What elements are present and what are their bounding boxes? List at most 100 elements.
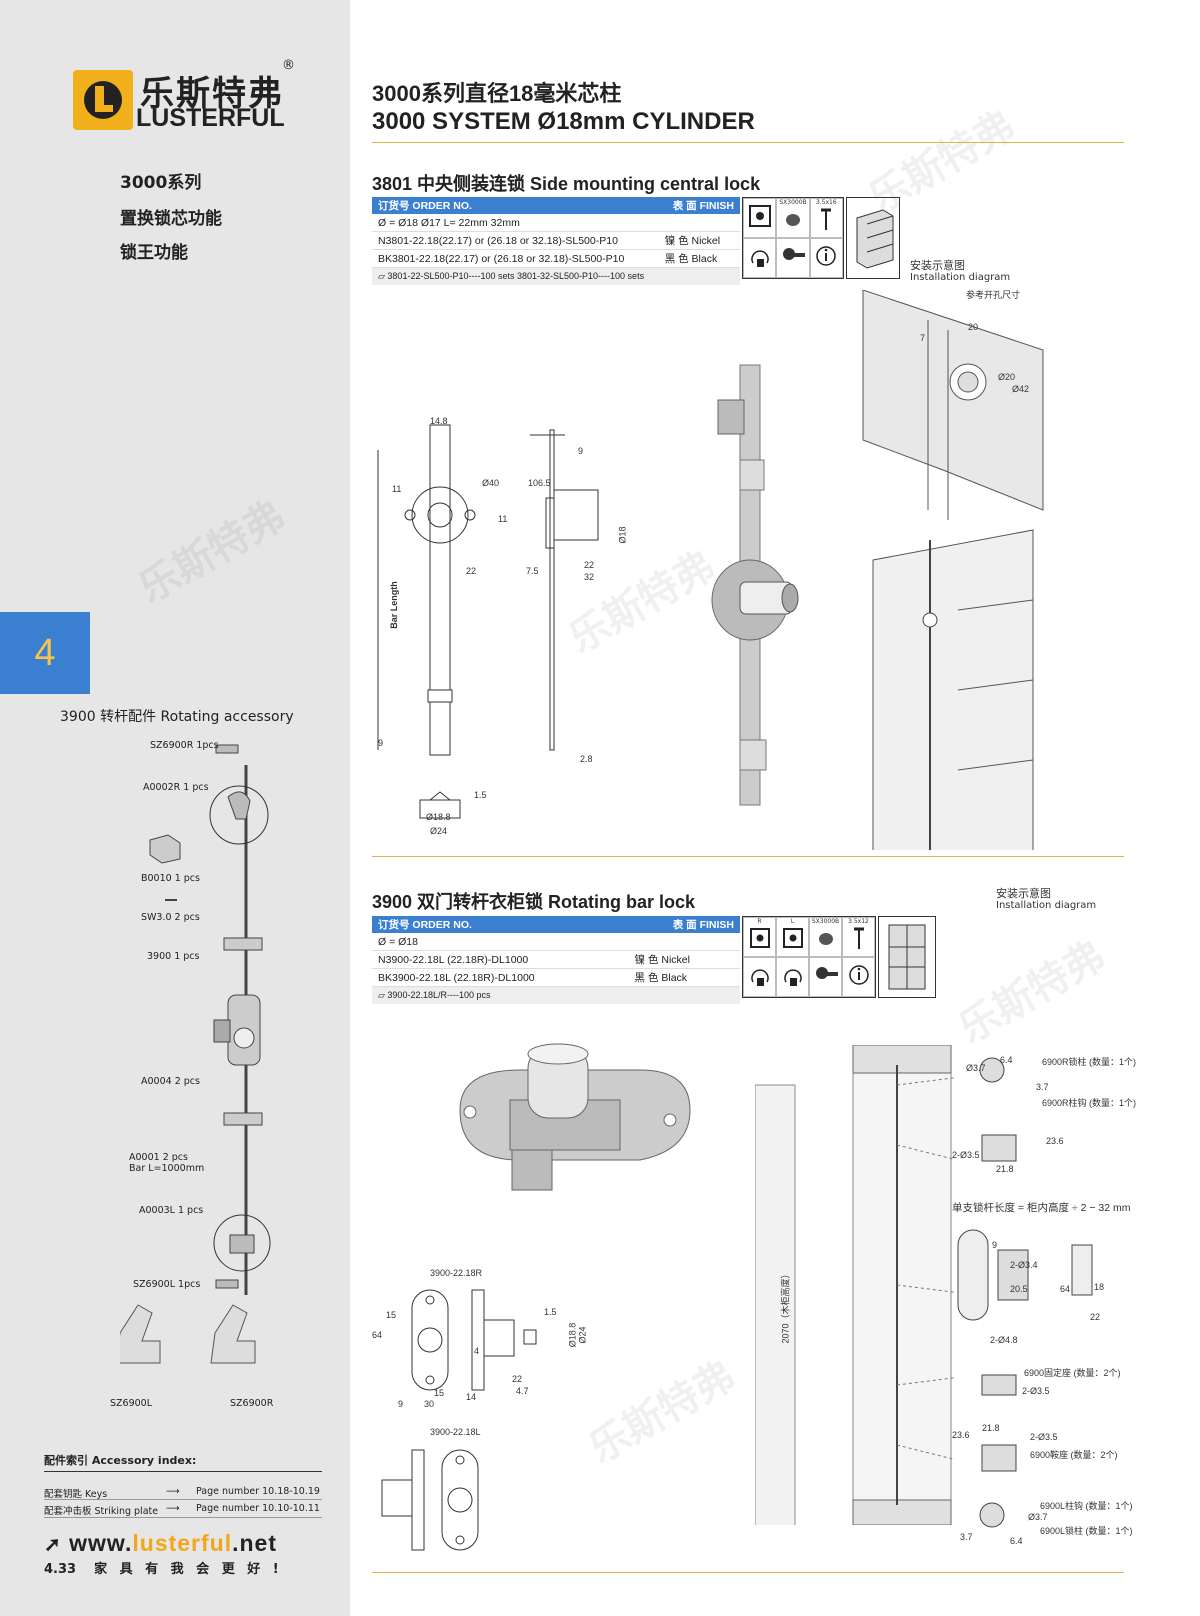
dim-label: 2-Ø4.8: [990, 1335, 1018, 1345]
dim-label: 22: [584, 560, 595, 570]
lock-left-icon: L: [776, 917, 809, 957]
dim-label: 7: [920, 333, 926, 343]
dim-label: 4: [474, 1346, 480, 1356]
dim-label: 1.5: [544, 1307, 557, 1317]
dim-label: 20: [968, 322, 979, 332]
part-label: B0010 1 pcs: [141, 873, 200, 884]
brand-name-en: LUSTERFUL: [136, 104, 285, 132]
accessory-name: 配套钥匙 Keys: [44, 1489, 108, 1500]
order-number: BK3801-22.18(22.17) or (26.18 or 32.18)-…: [372, 249, 659, 268]
finish: 黑 色 Black: [658, 249, 740, 268]
feature-icons-3801: SX3000B 3.5x16: [742, 197, 844, 279]
dim-label: 3.7: [960, 1532, 973, 1542]
section-3900-title: 3900 双门转杆衣柜锁 Rotating bar lock: [372, 892, 696, 912]
accessory-page: Page number 10.10-10.11: [196, 1503, 320, 1514]
accessory-page: Page number 10.18-10.19: [196, 1486, 320, 1497]
website-link[interactable]: ➚ www.lusterful.net: [44, 1530, 277, 1557]
dim-label: Ø18.8: [567, 1322, 578, 1348]
order-table-3801: 订货号 ORDER NO.表 面 FINISH Ø = Ø18 Ø17 L= 2…: [372, 197, 740, 285]
package-info: 3801-22-SL500-P10----100 sets 3801-32-SL…: [387, 271, 645, 281]
rotating-accessory-title: 3900 转杆配件 Rotating accessory: [60, 709, 294, 725]
dim-label: 11: [498, 514, 508, 524]
part-label: A0001 2 pcs: [129, 1152, 188, 1163]
size-row: Ø = Ø18 Ø17 L= 22mm 32mm: [372, 214, 740, 232]
registered-mark: ®: [282, 58, 295, 73]
feature-cylinder: 置换锁芯功能: [120, 209, 222, 229]
accessory-index-title: 配件索引 Accessory index:: [44, 1454, 197, 1467]
dim-label: 1.5: [474, 790, 487, 800]
install-diagram-3900: [755, 1045, 955, 1525]
accessory-row-striking-plate[interactable]: 配套冲击板 Striking plate ⟶ Page number 10.10…: [44, 1503, 322, 1517]
note: 6900R柱钩 (数量：1个): [1042, 1098, 1137, 1108]
drawing-label: 3900-22.18R: [430, 1268, 483, 1278]
bar-length-formula: 单支锁杆长度 = 柜内高度 ÷ 2 − 32 mm: [952, 1202, 1131, 1214]
cylinder-icon: SX3000B: [809, 917, 842, 957]
part-label: 3900 1 pcs: [147, 951, 200, 962]
dim-label: 22: [466, 566, 477, 576]
order-header: 订货号 ORDER NO.: [372, 916, 629, 933]
dim-label: 15: [386, 1310, 397, 1320]
dim-label: 30: [424, 1399, 435, 1409]
info-icon: [842, 957, 875, 997]
page-title-cn: 3000系列直径18毫米芯柱: [372, 81, 622, 106]
dim-label: Bar Length: [388, 581, 399, 629]
info-icon: [809, 238, 843, 278]
part-label: A0004 2 pcs: [141, 1076, 200, 1087]
finish: 黑 色 Black: [628, 968, 740, 987]
wardrobe-icon: [878, 916, 936, 998]
part-label: Bar L=1000mm: [129, 1163, 205, 1174]
slogan: 家 具 有 我 会 更 好 !: [94, 1562, 283, 1577]
rotate-lock-icon: [743, 238, 777, 278]
dim-label: 4.7: [516, 1386, 529, 1396]
arrow-icon: ⟶: [166, 1486, 180, 1497]
dim-label: 23.6: [952, 1430, 970, 1440]
finish-header: 表 面 FINISH: [628, 916, 740, 933]
drawer-cabinet-icon: [846, 197, 900, 279]
dim-label: 21.8: [982, 1423, 1000, 1433]
package-icon: ▱: [378, 271, 388, 281]
order-table-3900: 订货号 ORDER NO.表 面 FINISH Ø = Ø18 N3900-22…: [372, 916, 740, 1004]
dim-label: Ø20: [998, 372, 1016, 382]
accessory-name: 配套冲击板 Striking plate: [44, 1506, 159, 1517]
dim-label: 11: [392, 484, 402, 494]
note: 6900鞍座 (数量：2个): [1030, 1450, 1118, 1460]
chapter-tab[interactable]: 4: [0, 612, 90, 694]
note: 6900L锁柱 (数量：1个): [1040, 1526, 1133, 1536]
feature-master: 锁王功能: [120, 243, 188, 263]
dim-label: Ø18.8: [426, 812, 451, 822]
screw-icon: 3.5x16: [809, 198, 843, 238]
dim-label: 2070（木柜高度）: [780, 1269, 791, 1344]
dim-label: Ø24: [430, 826, 448, 836]
dim-label: 2-Ø3.4: [1010, 1260, 1038, 1270]
feature-series: 3000系列: [120, 173, 202, 193]
dim-label: 15: [434, 1388, 445, 1398]
lock-3900-drawings: [381, 1289, 537, 1551]
dim-label: 14: [466, 1392, 477, 1402]
dim-label: 22: [1090, 1312, 1101, 1322]
ref-hole-label: 参考开孔尺寸: [966, 291, 1021, 301]
dim-label: 2.8: [580, 754, 593, 764]
page-title-en: 3000 SYSTEM Ø18mm CYLINDER: [372, 108, 755, 135]
accessory-row-keys[interactable]: 配套钥匙 Keys ⟶ Page number 10.18-10.19: [44, 1486, 322, 1500]
dim-label: 106.5: [528, 478, 551, 488]
dim-label: 22: [512, 1374, 523, 1384]
install-diagram-3801: [862, 290, 1044, 850]
dim-label: 7.5: [526, 566, 539, 576]
dim-label: 9: [378, 738, 384, 748]
finish: 镍 色 Nickel: [658, 231, 740, 250]
note: 6900L柱钩 (数量：1个): [1040, 1501, 1133, 1511]
watermark: 乐斯特弗: [951, 932, 1113, 1053]
drawing-label: 3900-22.18L: [430, 1427, 481, 1437]
lock-right-icon: R: [743, 917, 776, 957]
dim-label: 2-Ø3.5: [1022, 1386, 1050, 1396]
rotating-accessory-diagram: [120, 744, 271, 1364]
dim-label: 23.6: [1046, 1136, 1064, 1146]
dim-label: Ø3.7: [966, 1063, 986, 1073]
dim-label: 64: [1060, 1284, 1071, 1294]
page-number: 4.33: [44, 1562, 77, 1577]
dim-label: 18: [1094, 1282, 1105, 1292]
dim-label: 32: [584, 572, 595, 582]
rotate-lock-icon: [743, 957, 776, 997]
lock-3900-photo: [459, 1043, 691, 1191]
